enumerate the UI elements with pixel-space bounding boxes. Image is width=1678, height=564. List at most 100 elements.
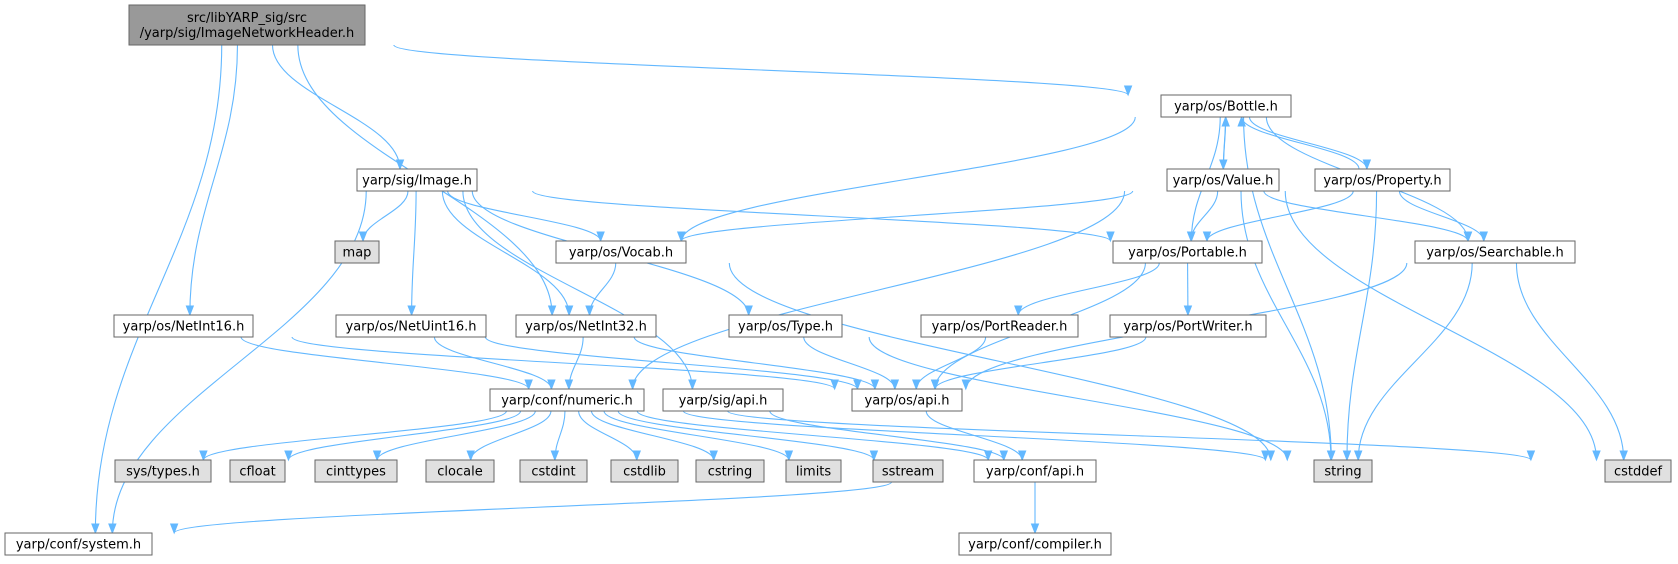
node-box	[1109, 314, 1267, 338]
edge-line	[1248, 116, 1368, 170]
edge-line	[532, 190, 1111, 242]
edge-line	[590, 410, 715, 461]
edge-line	[636, 410, 989, 461]
edge-arrowhead	[1266, 450, 1276, 462]
node-cstdint[interactable]: cstdint	[519, 459, 588, 483]
edge-line	[578, 410, 638, 461]
edge-line	[441, 190, 570, 316]
node-bottle[interactable]: yarp/os/Bottle.h	[1160, 94, 1292, 118]
edge-line	[1357, 262, 1473, 461]
node-string[interactable]: string	[1313, 459, 1373, 483]
edge-netint16-to-numeric	[240, 336, 533, 391]
edge-arrowhead	[169, 523, 179, 535]
node-box	[229, 459, 286, 483]
node-compiler[interactable]: yarp/conf/compiler.h	[958, 532, 1112, 556]
edge-portreader-to-osapi	[912, 336, 987, 391]
edge-arrowhead	[596, 231, 605, 243]
edge-line	[202, 410, 507, 461]
node-confapi[interactable]: yarp/conf/api.h	[973, 459, 1097, 483]
node-box	[610, 459, 679, 483]
node-type[interactable]: yarp/os/Type.h	[728, 314, 843, 338]
node-cstring[interactable]: cstring	[695, 459, 765, 483]
node-portwriter[interactable]: yarp/os/PortWriter.h	[1109, 314, 1267, 338]
edge-value-to-bottle	[1221, 115, 1230, 170]
edge-arrowhead	[407, 305, 416, 317]
edge-property-to-portable	[1202, 190, 1354, 243]
node-box	[1604, 459, 1672, 483]
edge-line	[470, 410, 552, 461]
edge-arrowhead	[1283, 450, 1292, 462]
edge-property-to-searchable	[1398, 190, 1488, 243]
node-vocab[interactable]: yarp/os/Vocab.h	[555, 240, 687, 264]
edge-arrowhead	[830, 379, 839, 391]
edge-arrowhead	[185, 305, 195, 317]
edge-arrowhead	[1526, 450, 1536, 462]
edge-arrowhead	[1619, 450, 1628, 462]
edge-line	[484, 336, 858, 390]
edge-arrowhead	[1353, 450, 1363, 462]
edge-line	[271, 44, 401, 170]
edge-value-to-vocab	[676, 190, 1134, 243]
node-sigapi[interactable]: yarp/sig/api.h	[662, 388, 784, 412]
edge-line	[1515, 262, 1625, 461]
node-property[interactable]: yarp/os/Property.h	[1314, 168, 1451, 192]
edge-confapi-to-compiler	[1030, 482, 1040, 535]
node-box	[872, 459, 944, 483]
edge-numeric-to-limits	[603, 410, 794, 462]
edge-arrowhead	[1592, 450, 1601, 462]
node-root[interactable]: src/libYARP_sig/src/yarp/sig/ImageNetwor…	[128, 4, 366, 46]
edge-line	[727, 410, 1532, 461]
edge-value-to-searchable	[1263, 190, 1473, 243]
node-limits[interactable]: limits	[785, 459, 842, 483]
node-box	[515, 314, 657, 338]
node-systypes[interactable]: sys/types.h	[114, 459, 212, 483]
node-netint32[interactable]: yarp/os/NetInt32.h	[515, 314, 657, 338]
node-cfloat[interactable]: cfloat	[229, 459, 286, 483]
edge-vocab-to-string	[728, 262, 1276, 462]
edge-image-to-map	[358, 190, 409, 243]
edge-arrowhead	[890, 379, 900, 391]
node-value[interactable]: yarp/os/Value.h	[1166, 168, 1280, 192]
node-box	[1160, 94, 1292, 118]
edge-line	[934, 336, 1147, 390]
node-box	[519, 459, 588, 483]
node-netint16[interactable]: yarp/os/NetInt16.h	[113, 314, 254, 338]
edge-root-to-image	[271, 44, 405, 171]
node-label: cstdlib	[623, 465, 666, 480]
node-label: cfloat	[239, 465, 275, 480]
node-osapi[interactable]: yarp/os/api.h	[851, 388, 963, 412]
edge-arrowhead	[1362, 159, 1372, 171]
edge-line	[411, 190, 417, 316]
edge-arrowhead	[547, 379, 556, 391]
node-numeric[interactable]: yarp/conf/numeric.h	[489, 388, 645, 412]
node-label: yarp/os/NetInt32.h	[525, 320, 647, 335]
node-netuint16[interactable]: yarp/os/NetUint16.h	[335, 314, 487, 338]
edge-image-to-portable	[532, 190, 1115, 243]
edge-portable-to-portreader	[1014, 262, 1160, 317]
edge-arrowhead	[1463, 231, 1473, 243]
node-searchable[interactable]: yarp/os/Searchable.h	[1414, 240, 1576, 264]
edge-netint32-to-numeric	[564, 336, 584, 391]
node-cstddef[interactable]: cstddef	[1604, 459, 1672, 483]
node-label: yarp/sig/Image.h	[362, 174, 472, 189]
edge-type-to-osapi	[803, 336, 900, 391]
node-portreader[interactable]: yarp/os/PortReader.h	[920, 314, 1079, 338]
edge-arrowhead	[372, 450, 382, 462]
edge-line	[462, 190, 693, 390]
node-label: yarp/os/Property.h	[1323, 174, 1441, 189]
node-sstream[interactable]: sstream	[872, 459, 944, 483]
node-map[interactable]: map	[334, 240, 380, 264]
node-box	[785, 459, 842, 483]
edge-image-to-netint32	[441, 190, 574, 317]
node-cstdlib[interactable]: cstdlib	[610, 459, 679, 483]
node-system[interactable]: yarp/conf/system.h	[4, 532, 153, 556]
node-portable[interactable]: yarp/os/Portable.h	[1112, 240, 1263, 264]
edge-arrowhead	[688, 379, 697, 391]
edge-arrowhead	[91, 523, 100, 535]
edge-line	[362, 190, 409, 242]
edge-netuint16-to-numeric	[433, 336, 556, 391]
node-cinttypes[interactable]: cinttypes	[314, 459, 398, 483]
node-clocale[interactable]: clocale	[425, 459, 495, 483]
edge-numeric-to-cstring	[590, 410, 718, 462]
node-image[interactable]: yarp/sig/Image.h	[356, 168, 478, 192]
